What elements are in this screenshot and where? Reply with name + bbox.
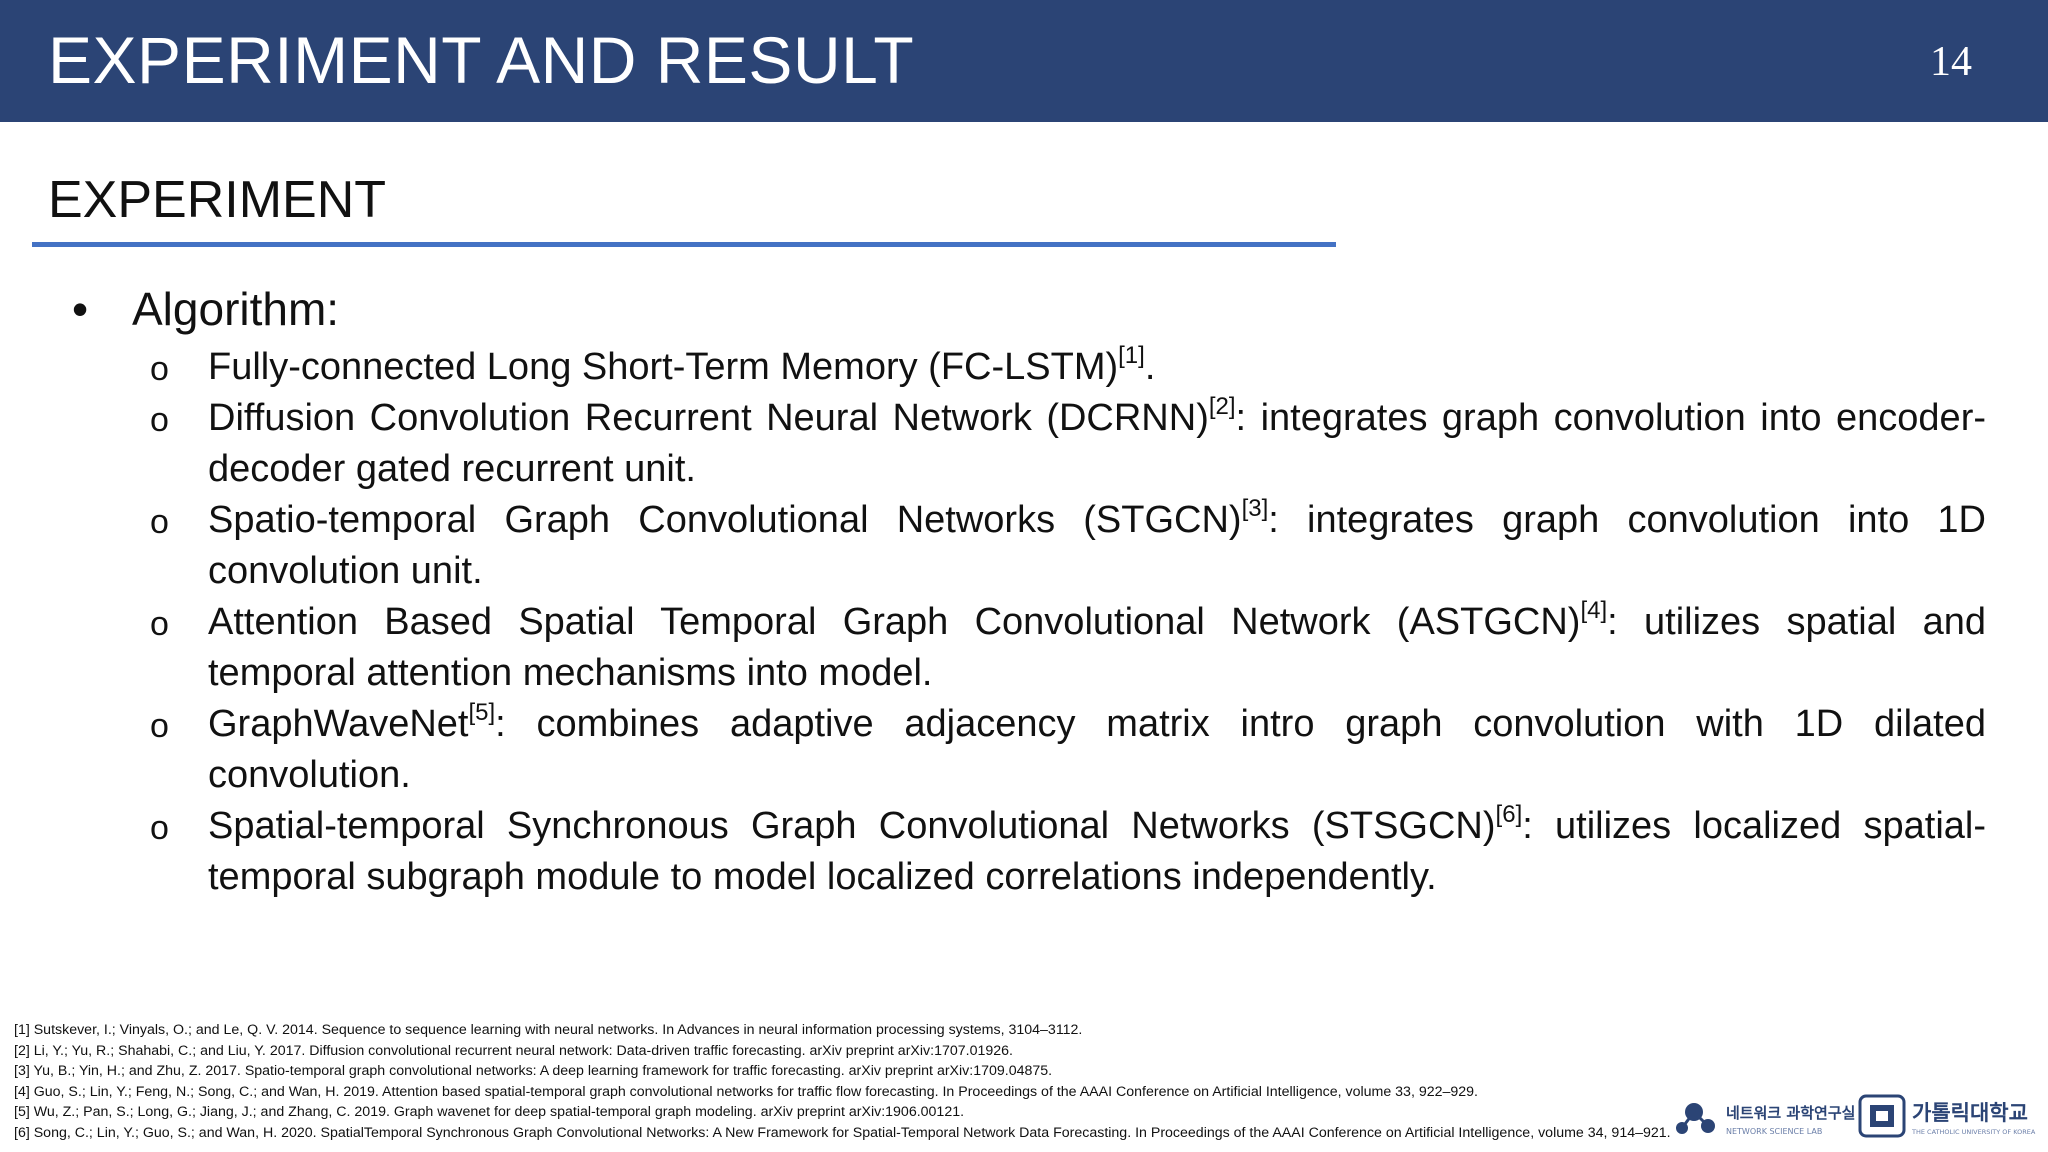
section-title: EXPERIMENT bbox=[48, 171, 387, 229]
main-bullet: • Algorithm: bbox=[70, 280, 1986, 340]
university-logo: 가톨릭대학교 THE CATHOLIC UNIVERSITY OF KOREA bbox=[1858, 1094, 2036, 1138]
list-item: o Fully-connected Long Short-Term Memory… bbox=[70, 342, 1986, 393]
algorithm-name: Diffusion Convolution Recurrent Neural N… bbox=[208, 397, 1209, 439]
circle-bullet-icon: o bbox=[150, 605, 169, 643]
network-lab-logo: 네트워크 과학연구실 NETWORK SCIENCE LAB bbox=[1676, 1103, 1855, 1136]
section-divider bbox=[32, 242, 1336, 247]
algorithm-list: o Fully-connected Long Short-Term Memory… bbox=[70, 342, 1986, 903]
algorithm-desc: . bbox=[1144, 346, 1156, 388]
lab-subtitle: NETWORK SCIENCE LAB bbox=[1726, 1127, 1822, 1136]
algorithm-name: Spatio-temporal Graph Convolutional Netw… bbox=[208, 499, 1242, 541]
list-item: o Attention Based Spatial Temporal Graph… bbox=[70, 597, 1986, 699]
citation-ref: [3] bbox=[1241, 495, 1269, 522]
circle-bullet-icon: o bbox=[150, 350, 169, 388]
reference-item: [3] Yu, B.; Yin, H.; and Zhu, Z. 2017. S… bbox=[14, 1063, 1053, 1080]
circle-bullet-icon: o bbox=[150, 707, 169, 745]
reference-item: [5] Wu, Z.; Pan, S.; Long, G.; Jiang, J.… bbox=[14, 1104, 965, 1121]
citation-ref: [4] bbox=[1580, 597, 1608, 624]
lab-name: 네트워크 과학연구실 bbox=[1726, 1104, 1855, 1122]
citation-ref: [2] bbox=[1208, 393, 1236, 420]
algorithm-desc: : integrates graph convolution into 1D c… bbox=[208, 499, 1986, 592]
university-name: 가톨릭대학교 bbox=[1912, 1101, 2028, 1125]
page-number: 14 bbox=[1930, 39, 1972, 85]
circle-bullet-icon: o bbox=[150, 809, 169, 847]
list-item: o Spatio-temporal Graph Convolutional Ne… bbox=[70, 495, 1986, 597]
algorithm-desc: : utilizes spatial and temporal attentio… bbox=[208, 601, 1986, 694]
reference-item: [2] Li, Y.; Yu, R.; Shahabi, C.; and Liu… bbox=[14, 1042, 1013, 1059]
algorithm-name: Fully-connected Long Short-Term Memory (… bbox=[208, 346, 1119, 388]
circle-bullet-icon: o bbox=[150, 503, 169, 541]
reference-item: [4] Guo, S.; Lin, Y.; Feng, N.; Song, C.… bbox=[14, 1083, 1478, 1100]
algorithm-name: Attention Based Spatial Temporal Graph C… bbox=[208, 601, 1581, 643]
algorithm-desc: : combines adaptive adjacency matrix int… bbox=[208, 703, 1986, 796]
circle-bullet-icon: o bbox=[150, 401, 169, 439]
university-subtitle: THE CATHOLIC UNIVERSITY OF KOREA bbox=[1911, 1128, 2036, 1136]
list-item: o Diffusion Convolution Recurrent Neural… bbox=[70, 393, 1986, 495]
list-item: o Spatial-temporal Synchronous Graph Con… bbox=[70, 801, 1986, 903]
slide-content: • Algorithm: o Fully-connected Long Shor… bbox=[70, 280, 1986, 903]
reference-item: [1] Sutskever, I.; Vinyals, O.; and Le, … bbox=[14, 1022, 1083, 1038]
reference-item: [6] Song, C.; Lin, Y.; Guo, S.; and Wan,… bbox=[14, 1124, 1671, 1141]
algorithm-desc: : utilizes localized spatial-temporal su… bbox=[208, 805, 1986, 898]
slide-title: EXPERIMENT AND RESULT bbox=[48, 23, 915, 97]
slide-header: EXPERIMENT AND RESULT 14 bbox=[0, 0, 2048, 122]
algorithm-desc: : integrates graph convolution into enco… bbox=[208, 397, 1987, 490]
main-bullet-text: Algorithm: bbox=[132, 283, 340, 335]
citation-ref: [6] bbox=[1495, 801, 1523, 828]
logos: 네트워크 과학연구실 NETWORK SCIENCE LAB 가톨릭대학교 TH… bbox=[1676, 1094, 2036, 1138]
bullet-dot-icon: • bbox=[72, 283, 89, 335]
citation-ref: [1] bbox=[1118, 342, 1145, 369]
algorithm-name: GraphWaveNet bbox=[208, 703, 469, 745]
references: [1] Sutskever, I.; Vinyals, O.; and Le, … bbox=[14, 1020, 1714, 1144]
citation-ref: [5] bbox=[468, 699, 496, 726]
list-item: o GraphWaveNet[5]: combines adaptive adj… bbox=[70, 699, 1986, 801]
algorithm-name: Spatial-temporal Synchronous Graph Convo… bbox=[208, 805, 1496, 847]
